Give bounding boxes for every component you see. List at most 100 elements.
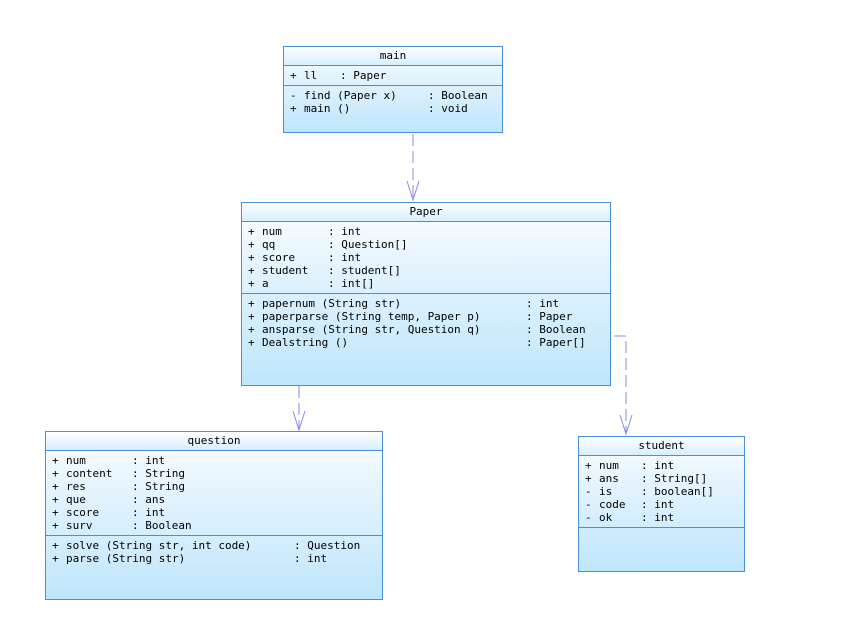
attribute-type: : int xyxy=(328,225,362,238)
attribute-row: + num : int xyxy=(248,225,610,238)
attribute-name: surv xyxy=(66,519,93,532)
operation-row: +Dealstring (): Paper[] xyxy=(248,336,610,349)
attribute-type: : String[] xyxy=(641,472,708,485)
attribute-type: : int[] xyxy=(328,277,375,290)
attribute-row: + ll : Paper xyxy=(290,69,502,82)
class-name: main xyxy=(284,47,502,66)
attribute-type: : int xyxy=(328,251,362,264)
operations-compartment: +solve (String str, int code): Question … xyxy=(46,536,382,568)
operations-compartment xyxy=(579,528,744,550)
attributes-compartment: + ll : Paper xyxy=(284,66,502,86)
operation-name: paperparse (String temp, Paper p) xyxy=(262,310,481,323)
arrowhead-student xyxy=(619,414,633,436)
attribute-name: ans xyxy=(599,472,619,485)
class-name: Paper xyxy=(242,203,610,222)
visibility-marker: + xyxy=(248,225,255,238)
attributes-compartment: +num: int +ans: String[] -is: boolean[] … xyxy=(579,456,744,528)
attribute-name: is xyxy=(599,485,613,498)
attribute-name: ok xyxy=(599,511,613,524)
attribute-name: student xyxy=(262,264,309,277)
attribute-name: score xyxy=(262,251,296,264)
attribute-type: : int xyxy=(641,459,675,472)
visibility-marker: + xyxy=(52,480,59,493)
visibility-marker: + xyxy=(290,69,297,82)
visibility-marker: + xyxy=(585,459,592,472)
attributes-compartment: + num : int + qq : Question[] + score : int + s… xyxy=(242,222,610,294)
attribute-type: : int xyxy=(641,511,675,524)
operation-row: - find (Paper x) : Boolean xyxy=(290,89,502,102)
operation-type: : int xyxy=(294,552,328,565)
attribute-type: : student[] xyxy=(328,264,401,277)
visibility-marker: + xyxy=(52,467,59,480)
operation-type: : Boolean xyxy=(428,89,488,102)
visibility-marker: + xyxy=(52,506,59,519)
attribute-name: qq xyxy=(262,238,276,251)
operation-name: find (Paper x) xyxy=(304,89,397,102)
attribute-row: +num: int xyxy=(52,454,382,467)
class-main[interactable]: main + ll : Paper - find (Paper x) : Boo… xyxy=(283,46,503,133)
visibility-marker: + xyxy=(248,323,255,336)
visibility-marker: - xyxy=(585,498,592,511)
visibility-marker: + xyxy=(52,519,59,532)
class-name: student xyxy=(579,437,744,456)
attribute-row: + a : int[] xyxy=(248,277,610,290)
operation-name: parse (String str) xyxy=(66,552,186,565)
attribute-name: score xyxy=(66,506,100,519)
attribute-type: : Paper xyxy=(340,69,387,82)
operation-row: + ansparse (String str, Question q) : Bool… xyxy=(248,323,610,336)
operation-type: : Paper xyxy=(526,310,573,323)
attribute-type: : int xyxy=(132,506,166,519)
attribute-type: : Question[] xyxy=(328,238,408,251)
visibility-marker: + xyxy=(248,264,255,277)
visibility-marker: - xyxy=(585,485,592,498)
attribute-row: + student : student[] xyxy=(248,264,610,277)
operation-name: papernum (String str) xyxy=(262,297,402,310)
class-paper[interactable]: Paper + num : int + qq : Question[] + score : … xyxy=(241,202,611,386)
visibility-marker: + xyxy=(248,238,255,251)
attribute-name: que xyxy=(66,493,86,506)
attribute-name: num xyxy=(66,454,86,467)
attribute-name: code xyxy=(599,498,626,511)
attribute-name: res xyxy=(66,480,86,493)
attribute-type: : int xyxy=(641,498,675,511)
class-student[interactable]: student + num : int + ans : String[] -is : bo… xyxy=(578,436,745,572)
visibility-marker: - xyxy=(290,89,297,102)
operation-row: + parse (String str) : int xyxy=(52,552,382,565)
operations-compartment: - find (Paper x) : Boolean + main () : v… xyxy=(284,86,502,118)
visibility-marker: + xyxy=(248,251,255,264)
visibility-marker: + xyxy=(248,310,255,323)
attribute-name: num xyxy=(262,225,282,238)
operation-name: ansparse (String str, Question q) xyxy=(262,323,481,336)
visibility-marker: + xyxy=(52,493,59,506)
attribute-name: content xyxy=(66,467,113,480)
attribute-row: + num : int xyxy=(585,459,744,472)
attribute-row: +content: String xyxy=(52,467,382,480)
visibility-marker: + xyxy=(248,277,255,290)
visibility-marker: + xyxy=(585,472,592,485)
attribute-row: + ans : String[] xyxy=(585,472,744,485)
arrowhead-paper xyxy=(406,180,420,202)
class-question[interactable]: question +num: int +content: String +res… xyxy=(45,431,383,600)
attribute-row: + qq : Question[] xyxy=(248,238,610,251)
attribute-name: a xyxy=(262,277,269,290)
attribute-type: : int xyxy=(132,454,166,467)
operation-type: : Boolean xyxy=(526,323,586,336)
attribute-type: : boolean[] xyxy=(641,485,714,498)
attribute-type: : String xyxy=(132,480,185,493)
operation-name: main () xyxy=(304,102,351,115)
operation-type: : Question xyxy=(294,539,361,552)
operation-type: : int xyxy=(526,297,560,310)
visibility-marker: + xyxy=(248,297,255,310)
operation-name: solve (String str, int code) xyxy=(66,539,252,552)
attribute-row: + res : String xyxy=(52,480,382,493)
visibility-marker: + xyxy=(290,102,297,115)
operation-name: Dealstring () xyxy=(262,336,349,349)
operation-row: + paperparse (String temp, Paper p) : Pape… xyxy=(248,310,610,323)
attribute-name: num xyxy=(599,459,619,472)
operation-row: + papernum (String str) : int xyxy=(248,297,610,310)
attribute-type: : Boolean xyxy=(132,519,192,532)
visibility-marker: - xyxy=(585,511,592,524)
visibility-marker: + xyxy=(52,552,59,565)
operation-type: : Paper[] xyxy=(526,336,586,349)
attribute-name: ll xyxy=(304,69,318,82)
